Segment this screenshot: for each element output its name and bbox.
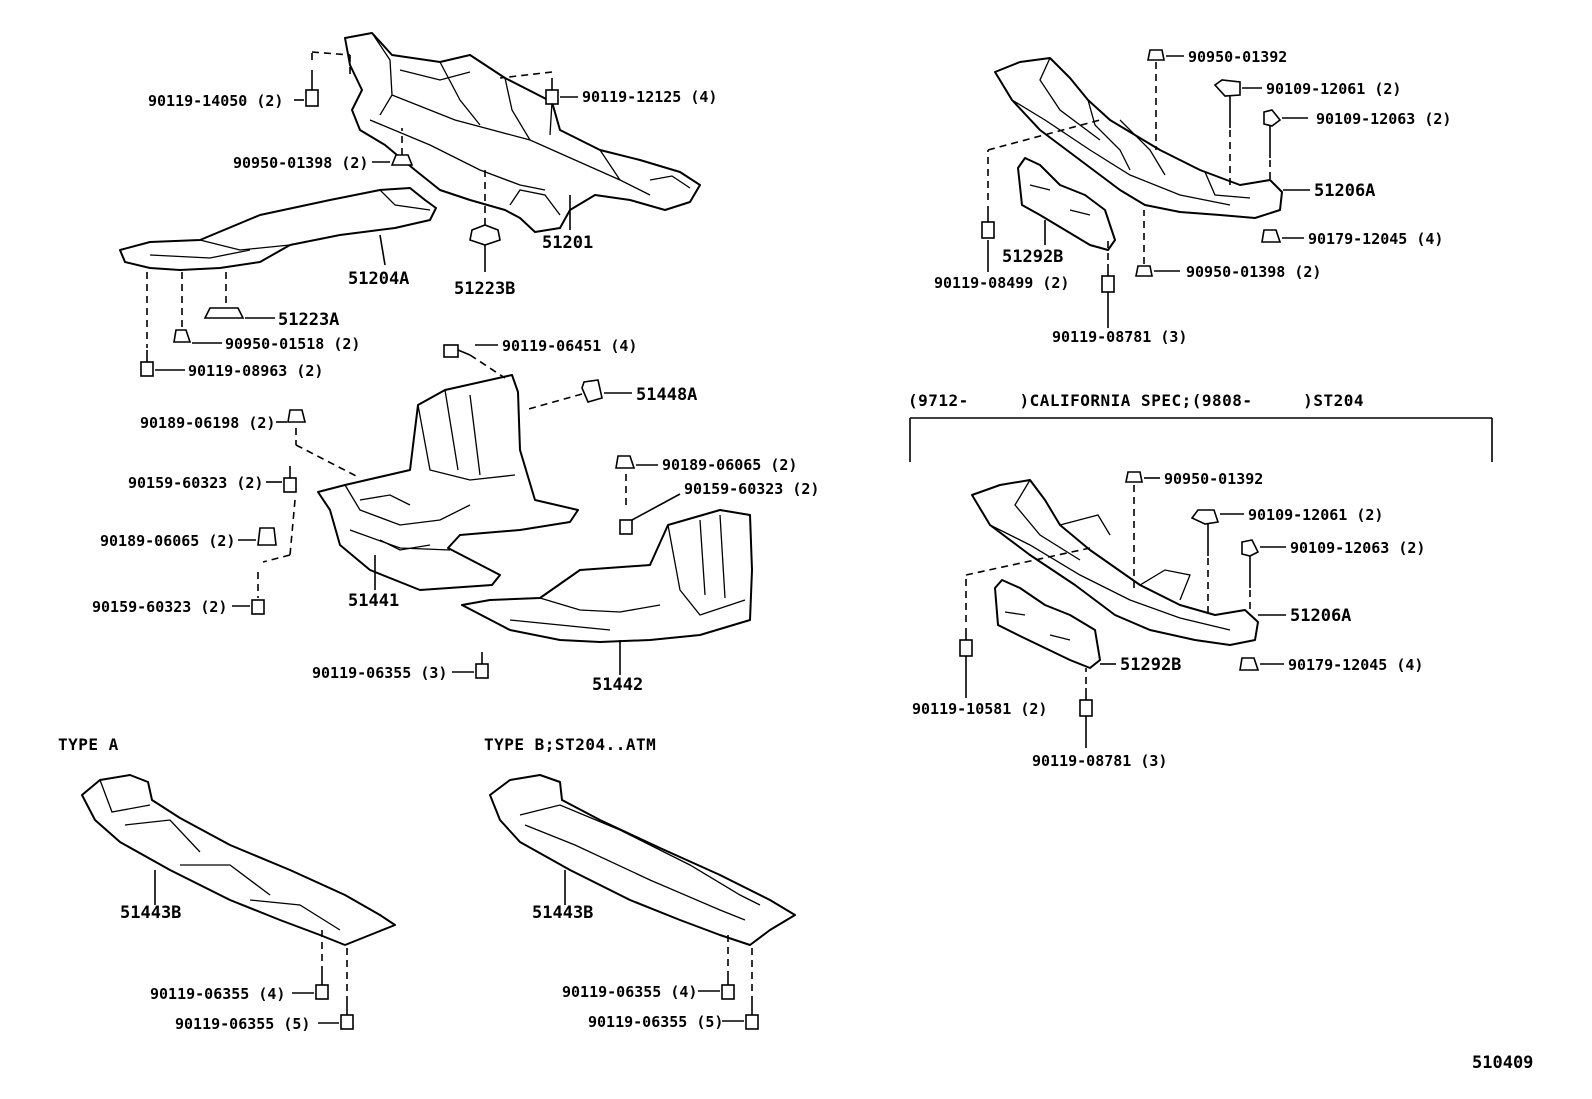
- screw-90159-60323-c: [232, 572, 265, 615]
- label-r1-90179-12045: 90179-12045 (4): [1308, 230, 1443, 248]
- label-r2-90119-10581: 90119-10581 (2): [912, 700, 1047, 718]
- nut-90189-06065-b: [615, 455, 658, 510]
- label-51448A: 51448A: [636, 385, 697, 405]
- label-r1-90950-01398: 90950-01398 (2): [1186, 263, 1321, 281]
- label-51223B: 51223B: [454, 279, 515, 299]
- spec-bracket: [909, 417, 1493, 462]
- label-90119-06355-4-b: 90119-06355 (4): [562, 983, 697, 1001]
- label-90950-01398-a: 90950-01398 (2): [233, 154, 368, 172]
- member-51206A-bottom: [971, 479, 1259, 646]
- reinforcement-51204A: [119, 187, 437, 271]
- bolt-90119-06355-5-type-a: [318, 948, 354, 1030]
- cover-51443B-type-b: [489, 774, 796, 946]
- label-r2-90109-12063: 90109-12063 (2): [1290, 539, 1425, 557]
- label-r1-90119-08499: 90119-08499 (2): [934, 274, 1069, 292]
- label-90950-01518: 90950-01518 (2): [225, 335, 360, 353]
- label-r2-90950-01392: 90950-01392: [1164, 470, 1263, 488]
- label-90159-60323-b: 90159-60323 (2): [684, 480, 819, 498]
- label-spec-header: (9712- )CALIFORNIA SPEC;(9808- )ST204: [908, 391, 1364, 410]
- label-r1-90109-12061: 90109-12061 (2): [1266, 80, 1401, 98]
- label-90119-06355-4-a: 90119-06355 (4): [150, 985, 285, 1003]
- label-51443B-b: 51443B: [532, 903, 593, 923]
- bolt-90119-08963: [140, 272, 185, 377]
- screw-90159-60323-b: [619, 493, 681, 535]
- label-90159-60323-c: 90159-60323 (2): [92, 598, 227, 616]
- label-page-code: 510409: [1472, 1053, 1533, 1073]
- cover-51443B-type-a: [81, 774, 396, 946]
- bolt-90119-12125: [499, 71, 578, 105]
- label-51443B-a: 51443B: [120, 903, 181, 923]
- label-90189-06065-b: 90189-06065 (2): [662, 456, 797, 474]
- r1-fasteners: [981, 49, 1310, 328]
- label-r1-90119-08781: 90119-08781 (3): [1052, 328, 1187, 346]
- bolt-90119-06451: [443, 344, 506, 379]
- label-51441: 51441: [348, 591, 399, 611]
- label-r2-90179-12045: 90179-12045 (4): [1288, 656, 1423, 674]
- pad-51223A: [203, 272, 275, 319]
- stopper-51223B: [469, 170, 501, 272]
- label-90119-14050: 90119-14050 (2): [148, 92, 283, 110]
- label-type-b: TYPE B;ST204..ATM: [484, 735, 656, 754]
- bolt-90119-06355-a: [452, 652, 489, 679]
- nut-90189-06065-a: [238, 499, 296, 563]
- crossmember-51201: [344, 32, 701, 233]
- bracket-51292B-bottom: [994, 579, 1101, 669]
- label-90159-60323-a: 90159-60323 (2): [128, 474, 263, 492]
- label-r1-90109-12063: 90109-12063 (2): [1316, 110, 1451, 128]
- bolt-90119-14050: [294, 50, 351, 107]
- label-90119-06451: 90119-06451 (4): [502, 337, 637, 355]
- label-r1-51292B: 51292B: [1002, 247, 1063, 267]
- bolt-90119-06355-4-type-a: [292, 930, 329, 1000]
- member-51206A-top: [994, 57, 1283, 219]
- label-51201: 51201: [542, 233, 593, 253]
- cover-51441: [317, 374, 579, 591]
- cover-51442: [461, 509, 753, 675]
- bolt-90119-06355-4-type-b: [698, 935, 735, 1000]
- label-r2-90119-08781: 90119-08781 (3): [1032, 752, 1167, 770]
- nut-90189-06198: [276, 409, 361, 479]
- clip-51448A: [524, 379, 632, 411]
- label-r2-51292B: 51292B: [1120, 655, 1181, 675]
- label-90119-06355-a: 90119-06355 (3): [312, 664, 447, 682]
- screw-90159-60323-a: [266, 466, 297, 493]
- cap-90950-01518: [173, 272, 222, 344]
- bolt-90119-06355-5-type-b: [722, 948, 759, 1030]
- label-90119-12125: 90119-12125 (4): [582, 88, 717, 106]
- cap-90950-01398: [372, 128, 414, 166]
- label-90189-06198: 90189-06198 (2): [140, 414, 275, 432]
- label-90119-06355-5-a: 90119-06355 (5): [175, 1015, 310, 1033]
- label-51223A: 51223A: [278, 310, 339, 330]
- r2-fasteners: [959, 471, 1286, 748]
- bracket-51292B-top: [1017, 157, 1116, 251]
- label-type-a: TYPE A: [58, 735, 119, 754]
- label-51442: 51442: [592, 675, 643, 695]
- label-90189-06065-a: 90189-06065 (2): [100, 532, 235, 550]
- label-51204A: 51204A: [348, 269, 409, 289]
- label-r2-51206A: 51206A: [1290, 606, 1351, 626]
- label-r1-90950-01392: 90950-01392: [1188, 48, 1287, 66]
- label-r1-51206A: 51206A: [1314, 181, 1375, 201]
- label-r2-90109-12061: 90109-12061 (2): [1248, 506, 1383, 524]
- label-90119-06355-5-b: 90119-06355 (5): [588, 1013, 723, 1031]
- label-90119-08963: 90119-08963 (2): [188, 362, 323, 380]
